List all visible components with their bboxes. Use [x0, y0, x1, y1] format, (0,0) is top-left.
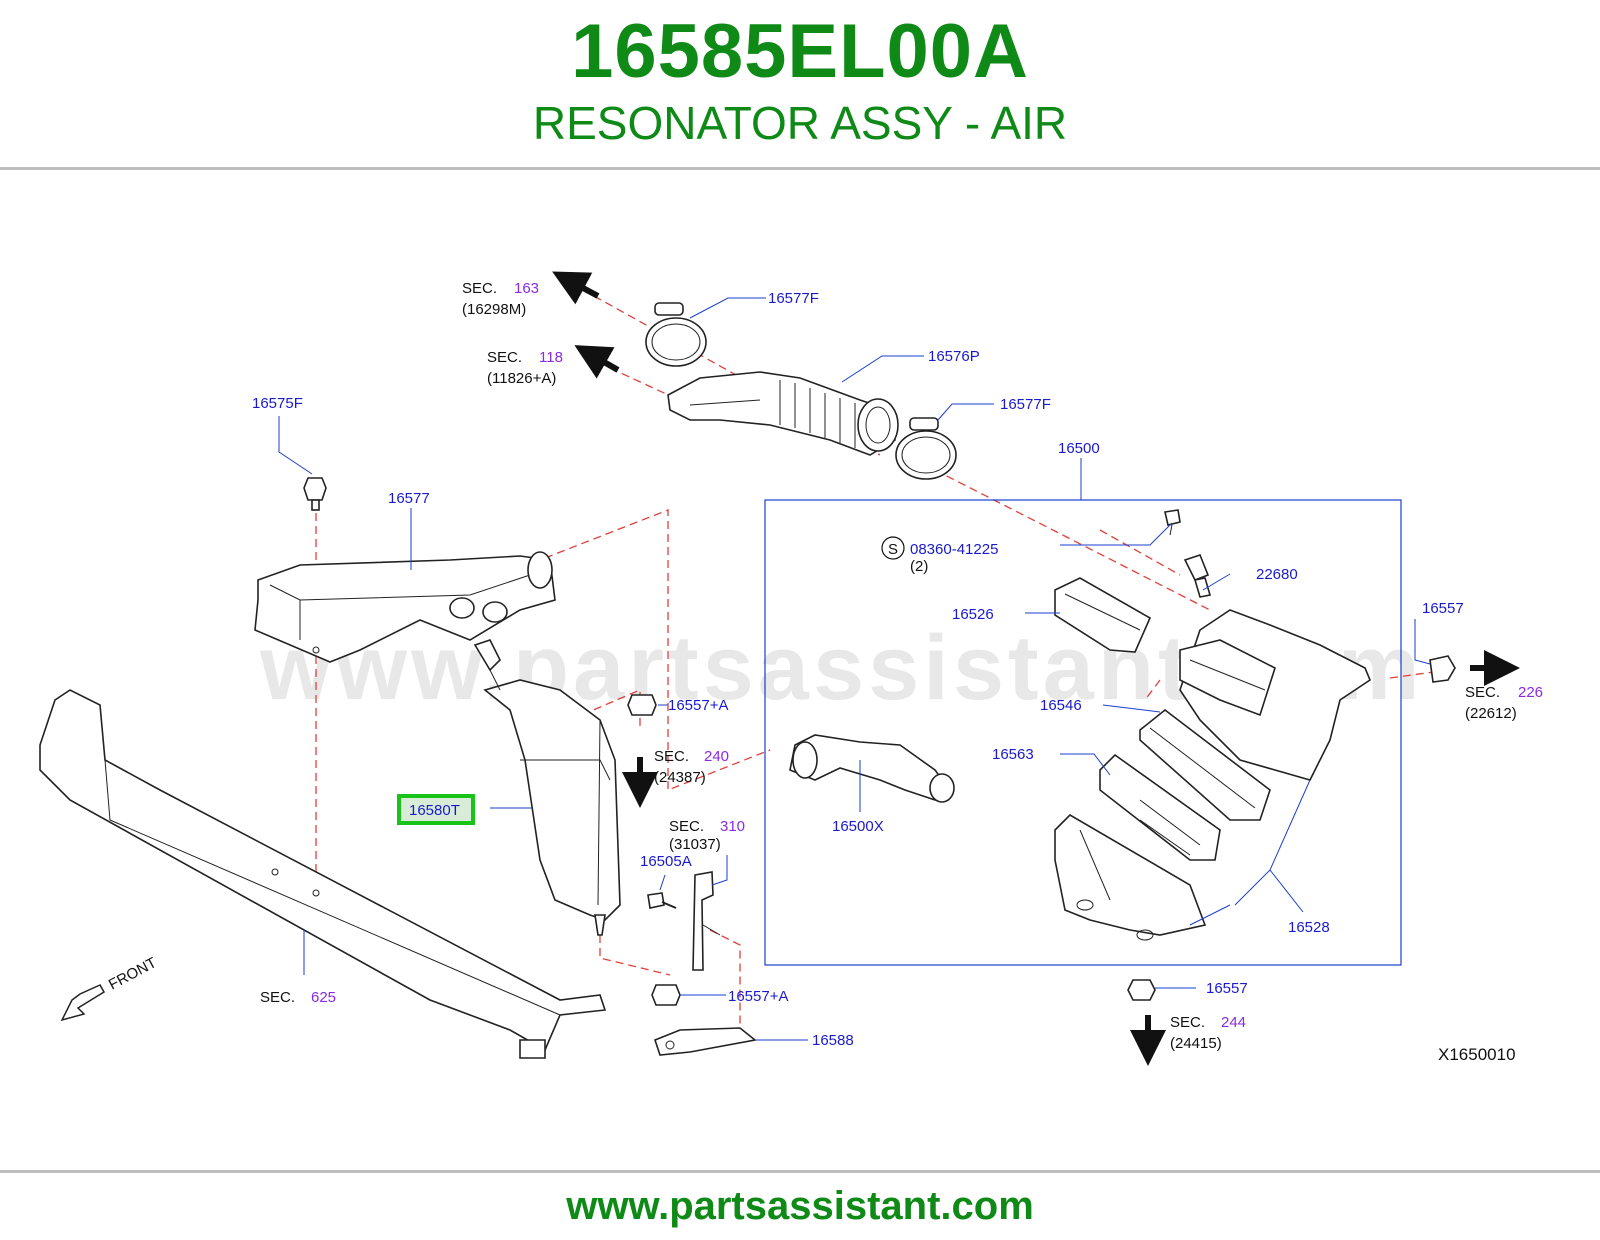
label-16580T: 16580T	[409, 802, 460, 819]
label-16575F: 16575F	[252, 395, 303, 412]
section-arrows	[552, 271, 1520, 1066]
air-duct-16577	[254, 551, 556, 663]
bracket-16588	[654, 1027, 757, 1056]
svg-text:(11826+A): (11826+A)	[487, 370, 556, 387]
section-244: SEC. 244 (24415)	[1170, 1014, 1246, 1052]
section-310: SEC. 310 (31037)	[669, 818, 745, 853]
svg-text:SEC.: SEC.	[1465, 684, 1500, 701]
cover-16526	[1054, 577, 1152, 653]
air-cleaner-upper-16528	[1179, 609, 1371, 781]
svg-text:226: 226	[1518, 684, 1543, 701]
svg-text:(24415): (24415)	[1170, 1035, 1222, 1052]
footer-divider	[0, 1170, 1600, 1173]
leader-lines	[278, 297, 1431, 1041]
part-number: 16585EL00A	[571, 9, 1029, 94]
grommet-16557-bottom	[1127, 979, 1156, 1001]
label-16546: 16546	[1040, 697, 1082, 714]
label-16557A-bottom: 16557+A	[728, 988, 788, 1005]
bracket-310	[692, 871, 721, 971]
label-16505A: 16505A	[640, 853, 692, 870]
label-22680: 22680	[1256, 566, 1298, 583]
svg-text:(31037): (31037)	[669, 836, 721, 853]
label-16577F-top: 16577F	[768, 290, 819, 307]
svg-text:SEC.: SEC.	[669, 818, 704, 835]
air-cleaner-lower-case	[1054, 813, 1207, 941]
clamp-16577F-top	[645, 302, 707, 367]
label-16557-bottom: 16557	[1206, 980, 1248, 997]
s-mark-circle	[881, 536, 905, 560]
label-16526: 16526	[952, 606, 994, 623]
label-16557A-top: 16557+A	[668, 697, 728, 714]
svg-text:240: 240	[704, 748, 729, 765]
label-16563: 16563	[992, 746, 1034, 763]
label-16557-right: 16557	[1422, 600, 1464, 617]
section-references: SEC. 163 (16298M) SEC. 118 (11826+A) SEC…	[260, 280, 1543, 1052]
svg-text:163: 163	[514, 280, 539, 297]
group-box-16500	[764, 458, 1402, 966]
label-16577F-mid: 16577F	[1000, 396, 1051, 413]
s-mark: S	[888, 541, 898, 558]
sensor-22680	[1183, 554, 1212, 598]
section-226: SEC. 226 (22612)	[1465, 684, 1543, 722]
svg-text:SEC.: SEC.	[487, 349, 522, 366]
part-name: RESONATOR ASSY - AIR	[532, 97, 1068, 149]
screw-08360	[1164, 509, 1181, 536]
svg-text:625: 625	[311, 989, 336, 1006]
section-163: SEC. 163 (16298M)	[462, 280, 539, 318]
svg-text:SEC.: SEC.	[1170, 1014, 1205, 1031]
grommet-16557-right	[1429, 655, 1456, 683]
svg-text:SEC.: SEC.	[462, 280, 497, 297]
grommet-16557A-bottom	[651, 984, 681, 1006]
diagram-code: X1650010	[1438, 1045, 1516, 1064]
air-hose-16576P	[667, 371, 899, 456]
svg-text:(22612): (22612)	[1465, 705, 1517, 722]
section-240: SEC. 240 (24387)	[654, 748, 729, 786]
label-16500: 16500	[1058, 440, 1100, 457]
resonator-16580T	[473, 639, 621, 936]
label-16576P: 16576P	[928, 348, 980, 365]
svg-text:118: 118	[539, 349, 563, 366]
header: 16585EL00A RESONATOR ASSY - AIR	[0, 0, 1600, 170]
svg-text:244: 244	[1221, 1014, 1246, 1031]
label-08360-qty: (2)	[910, 558, 928, 575]
grid-16563	[1099, 753, 1221, 861]
section-625: SEC. 625	[260, 989, 336, 1006]
label-16577: 16577	[388, 490, 430, 507]
label-16500X: 16500X	[832, 818, 884, 835]
clamp-16577F-mid	[895, 417, 957, 480]
highlight-box-16580T	[397, 794, 475, 825]
footer-url[interactable]: www.partsassistant.com	[566, 1184, 1034, 1228]
bolt-16505A	[647, 892, 677, 909]
svg-text:310: 310	[720, 818, 745, 835]
svg-text:SEC.: SEC.	[654, 748, 689, 765]
front-arrow: FRONT	[60, 954, 160, 1022]
section-118: SEC. 118 (11826+A)	[487, 349, 563, 387]
part-labels: 16577F 16576P 16577F 16575F 16577 16500 …	[252, 290, 1516, 1064]
svg-text:SEC.: SEC.	[260, 989, 295, 1006]
clip-16575F	[303, 477, 327, 511]
header-divider	[0, 167, 1600, 170]
svg-text:(16298M): (16298M)	[462, 301, 526, 318]
label-16588: 16588	[812, 1032, 854, 1049]
label-08360-41225: 08360-41225	[910, 541, 998, 558]
filter-element-16546	[1139, 708, 1271, 821]
grommet-16557A-top	[627, 694, 657, 716]
radiator-core-support	[39, 689, 607, 1059]
air-inlet-16500X	[789, 734, 955, 803]
label-16528: 16528	[1288, 919, 1330, 936]
svg-text:(24387): (24387)	[654, 769, 706, 786]
front-label: FRONT	[106, 954, 160, 993]
